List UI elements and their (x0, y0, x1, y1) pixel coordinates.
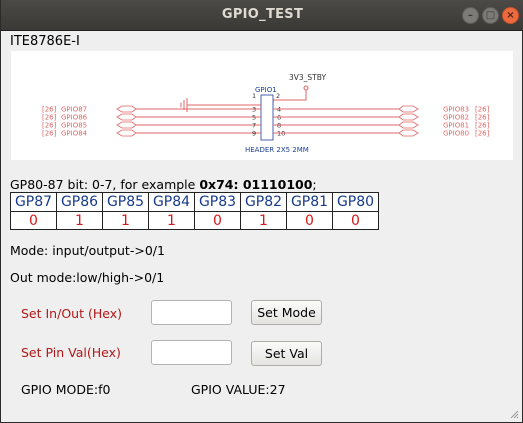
pin-number: 4 (277, 106, 281, 114)
left-signal-ref: [26] (42, 122, 57, 130)
set-pinval-label: Set Pin Val(Hex) (21, 345, 121, 360)
left-signal-name: GPIO85 (61, 122, 87, 130)
mode-hint: Mode: input/output->0/1 (10, 243, 165, 258)
connector-label: GPIO1 (255, 86, 277, 94)
right-signal-name: GPIO83 (443, 106, 469, 114)
set-pinval-input[interactable] (151, 340, 232, 365)
bits-description: GP80-87 bit: 0-7, for example 0x74: 0111… (10, 177, 317, 192)
pin-number: 3 (252, 106, 256, 114)
left-signal-ref: [26] (42, 130, 57, 138)
net-port-icon (116, 121, 137, 129)
left-signal-ref: [26] (42, 114, 57, 122)
set-inout-input[interactable] (151, 300, 232, 325)
set-inout-label: Set In/Out (Hex) (21, 306, 122, 321)
right-signal-ref: [26] (475, 114, 490, 122)
close-icon[interactable]: × (502, 7, 519, 24)
out-mode-hint: Out mode:low/high->0/1 (10, 270, 165, 285)
power-node-icon (303, 85, 309, 91)
bits-description-example: 0x74: 01110100 (199, 177, 313, 192)
gpio-header-schematic: 3V3_STBY GPIO1 HEADER 2X5 2MM 1 2 [26] GPIO… (11, 51, 513, 160)
gpio-mode-status: GPIO MODE:f0 (21, 382, 111, 397)
schematic-drawing: 3V3_STBY GPIO1 HEADER 2X5 2MM 1 2 [26] GPIO… (42, 73, 490, 154)
maximize-icon[interactable]: □ (482, 7, 499, 24)
net-port-icon (398, 105, 419, 113)
header-caption: HEADER 2X5 2MM (245, 146, 309, 154)
chip-label: ITE8786E-I (10, 34, 80, 49)
bit-value-gp84: 1 (148, 211, 195, 230)
bit-header-gp81: GP81 (286, 192, 333, 212)
right-signal-ref: [26] (475, 106, 490, 114)
bit-header-gp83: GP83 (194, 192, 241, 212)
right-signal-ref: [26] (475, 130, 490, 138)
net-port-icon (116, 105, 137, 113)
right-signal-name: GPIO82 (443, 114, 469, 122)
bit-value-gp83: 0 (194, 211, 241, 230)
bit-header-gp86: GP86 (56, 192, 103, 212)
pin-number: 10 (277, 130, 285, 138)
left-signal-name: GPIO86 (61, 114, 88, 122)
pin-number: 5 (252, 114, 256, 122)
power-net-label: 3V3_STBY (289, 73, 327, 82)
left-signal-name: GPIO84 (61, 130, 88, 138)
pin-number: 6 (277, 114, 281, 122)
net-port-icon (398, 121, 419, 129)
bits-description-suffix: ; (312, 177, 317, 192)
right-signal-ref: [26] (475, 122, 490, 130)
connector-body (260, 94, 274, 141)
bit-value-gp87: 0 (10, 211, 57, 230)
bit-header-gp80: GP80 (332, 192, 379, 212)
set-val-button[interactable]: Set Val (251, 341, 322, 366)
net-port-icon (116, 113, 137, 121)
net-port-icon (116, 129, 137, 137)
pin-signals: 1 2 [26] GPIO87 3 [26] GPIO86 5 [26] GPIO85 7 [26] G… (42, 92, 490, 138)
pin-number: 7 (252, 122, 256, 130)
pin-number: 9 (252, 130, 256, 138)
pin-number: 1 (252, 92, 256, 100)
gpio-value-status: GPIO VALUE:27 (191, 382, 286, 397)
minimize-icon[interactable]: – (462, 7, 479, 24)
right-signal-name: GPIO81 (443, 122, 469, 130)
bit-header-gp84: GP84 (148, 192, 195, 212)
pin-number: 2 (276, 92, 280, 100)
net-port-icon (398, 113, 419, 121)
pin-number: 8 (277, 122, 281, 130)
resize-grip-icon[interactable] (509, 409, 519, 419)
bits-description-prefix: GP80-87 bit: 0-7, for example (10, 177, 200, 192)
net-port-icon (398, 129, 419, 137)
bit-value-gp80: 0 (332, 211, 379, 230)
window-title: GPIO_TEST (221, 7, 304, 22)
bit-value-gp82: 1 (240, 211, 287, 230)
title-bar[interactable]: GPIO_TEST – □ × (1, 0, 523, 31)
right-signal-name: GPIO80 (443, 130, 469, 138)
bit-value-gp86: 1 (56, 211, 103, 230)
set-mode-button[interactable]: Set Mode (251, 300, 322, 325)
bit-header-gp85: GP85 (102, 192, 149, 212)
left-signal-ref: [26] (42, 106, 57, 114)
left-signal-name: GPIO87 (61, 106, 87, 114)
bit-value-gp81: 0 (286, 211, 333, 230)
bit-header-gp82: GP82 (240, 192, 287, 212)
bit-value-gp85: 1 (102, 211, 149, 230)
bit-header-gp87: GP87 (10, 192, 57, 212)
